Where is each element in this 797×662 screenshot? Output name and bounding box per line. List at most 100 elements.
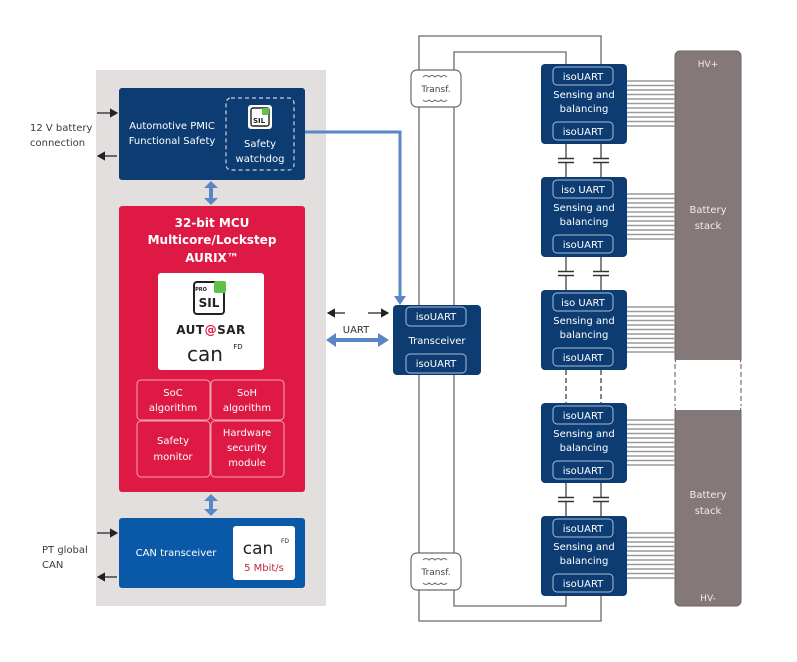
hv-plus-label: HV+	[698, 60, 718, 70]
cell-sense-wires	[627, 193, 675, 240]
isouart-bottom-label: isoUART	[563, 466, 604, 477]
isouart-bottom-label: isoUART	[563, 127, 604, 138]
hsm-label-1: Hardware	[223, 428, 271, 439]
sensing-label-1: Sensing and	[553, 316, 615, 327]
soh-algorithm-cell	[210, 379, 285, 421]
transformer-top: Transf.	[410, 69, 462, 108]
coupling-capacitor-icon	[558, 144, 574, 177]
autosar-logo: AUT@SAR	[176, 323, 246, 337]
battery-stack-label-1a: Battery	[689, 205, 726, 216]
svg-text:FD: FD	[233, 343, 242, 351]
transceiver-isouart-top-label: isoUART	[416, 312, 457, 323]
hsm-label-3: module	[228, 458, 265, 469]
isouart-bottom-label: isoUART	[563, 240, 604, 251]
isouart-top	[552, 292, 614, 312]
sensing-label-2: balancing	[560, 330, 609, 341]
coupling-capacitor-icon	[593, 483, 609, 516]
can-fd-logo: can FD	[187, 342, 243, 366]
pt-can-label-2: CAN	[42, 560, 63, 571]
isouart-top-label: isoUART	[563, 524, 604, 535]
can-transceiver-label: CAN transceiver	[136, 548, 218, 559]
isouart-bottom	[552, 573, 614, 593]
cell-sense-wires	[627, 532, 675, 579]
cell-sense-wires	[627, 419, 675, 466]
isouart-top	[552, 518, 614, 538]
pmic-title-2: Functional Safety	[129, 136, 216, 147]
transformer-bottom-label: Transf.	[420, 568, 450, 578]
sensing-label-2: balancing	[560, 104, 609, 115]
mcu-block: 32-bit MCU Multicore/Lockstep AURIX™ SIL…	[119, 206, 305, 492]
watchdog-label-1: Safety	[244, 139, 276, 150]
sensing-label-2: balancing	[560, 443, 609, 454]
uart-label: UART	[343, 325, 370, 336]
isouart-top	[552, 405, 614, 425]
coupling-capacitor-icon	[558, 257, 574, 290]
battery-stack-label-1b: stack	[695, 221, 722, 232]
transceiver-label: Transceiver	[407, 336, 466, 347]
isouart-top-label: isoUART	[563, 72, 604, 83]
daisy-chain-wires	[418, 35, 602, 622]
battery-stack-label-2a: Battery	[689, 490, 726, 501]
sensing-label-1: Sensing and	[553, 429, 615, 440]
sensing-label-1: Sensing and	[553, 203, 615, 214]
isouart-top	[552, 66, 614, 86]
coupling-capacitor-icon	[593, 257, 609, 290]
pro-sil-icon: SIL	[248, 105, 272, 129]
isouart-top-label: isoUART	[563, 411, 604, 422]
soc-algorithm-cell	[136, 379, 211, 421]
watchdog-to-transceiver-line	[305, 130, 402, 298]
soh-label-1: SoH	[237, 388, 257, 399]
can-speed-label: 5 Mbit/s	[244, 563, 284, 574]
soc-label-2: algorithm	[149, 403, 197, 414]
battery-connection-label-1: 12 V battery	[30, 123, 93, 134]
sensing-module: isoUART Sensing and balancing isoUART	[541, 64, 627, 144]
pmic-block: Automotive PMIC Functional Safety SIL Sa…	[119, 88, 305, 180]
transceiver-isouart-bottom	[405, 353, 467, 374]
isouart-bottom-label: isoUART	[563, 579, 604, 590]
isouart-top	[552, 179, 614, 199]
sensing-module: iso UART Sensing and balancing isoUART	[541, 177, 627, 257]
sensing-label-1: Sensing and	[553, 90, 615, 101]
sensing-label-1: Sensing and	[553, 542, 615, 553]
uart-bidirectional-arrow	[326, 333, 389, 347]
cell-sense-wires	[627, 80, 675, 127]
transceiver-isouart-bottom-label: isoUART	[416, 359, 457, 370]
pro-sil-logo: SIL PRO	[193, 281, 226, 315]
transformer-top-label: Transf.	[420, 85, 450, 95]
safety-monitor-label-1: Safety	[157, 436, 189, 447]
can-fd-small-logo: can	[243, 539, 274, 559]
mcu-logo-panel	[158, 273, 264, 370]
transceiver-isouart-top	[405, 306, 467, 327]
sensing-module: isoUART Sensing and balancing isoUART	[541, 403, 627, 483]
transformer-bottom: Transf.	[410, 552, 462, 591]
isouart-top-label: iso UART	[561, 185, 606, 196]
soh-label-2: algorithm	[223, 403, 271, 414]
sensing-module: iso UART Sensing and balancing isoUART	[541, 290, 627, 370]
cell-sense-wires	[627, 306, 675, 353]
isouart-bottom	[552, 121, 614, 141]
pt-can-label-1: PT global	[42, 545, 88, 556]
pmic-mcu-bidirectional-arrow	[204, 181, 218, 205]
can-transceiver-block: CAN transceiver can FD 5 Mbit/s	[119, 518, 305, 588]
battery-stack-label-2b: stack	[695, 506, 722, 517]
hv-minus-label: HV-	[700, 594, 716, 604]
safety-watchdog-box	[225, 97, 295, 171]
watchdog-label-2: watchdog	[236, 154, 285, 165]
isouart-bottom-label: isoUART	[563, 353, 604, 364]
battery-connection-label-2: connection	[30, 138, 85, 149]
isouart-bottom	[552, 347, 614, 367]
svg-text:SIL: SIL	[199, 296, 220, 310]
sensing-label-2: balancing	[560, 217, 609, 228]
mcu-title-3: AURIX™	[185, 251, 239, 265]
battery-stack: HV+ Battery stack Battery stack HV-	[674, 50, 742, 607]
coupling-capacitor-icon	[558, 483, 574, 516]
isouart-top-label: iso UART	[561, 298, 606, 309]
svg-text:can: can	[187, 342, 223, 366]
mcu-can-bidirectional-arrow	[204, 494, 218, 516]
soc-label-1: SoC	[163, 388, 182, 399]
coupling-capacitor-icon	[593, 144, 609, 177]
safety-monitor-cell	[136, 420, 211, 478]
